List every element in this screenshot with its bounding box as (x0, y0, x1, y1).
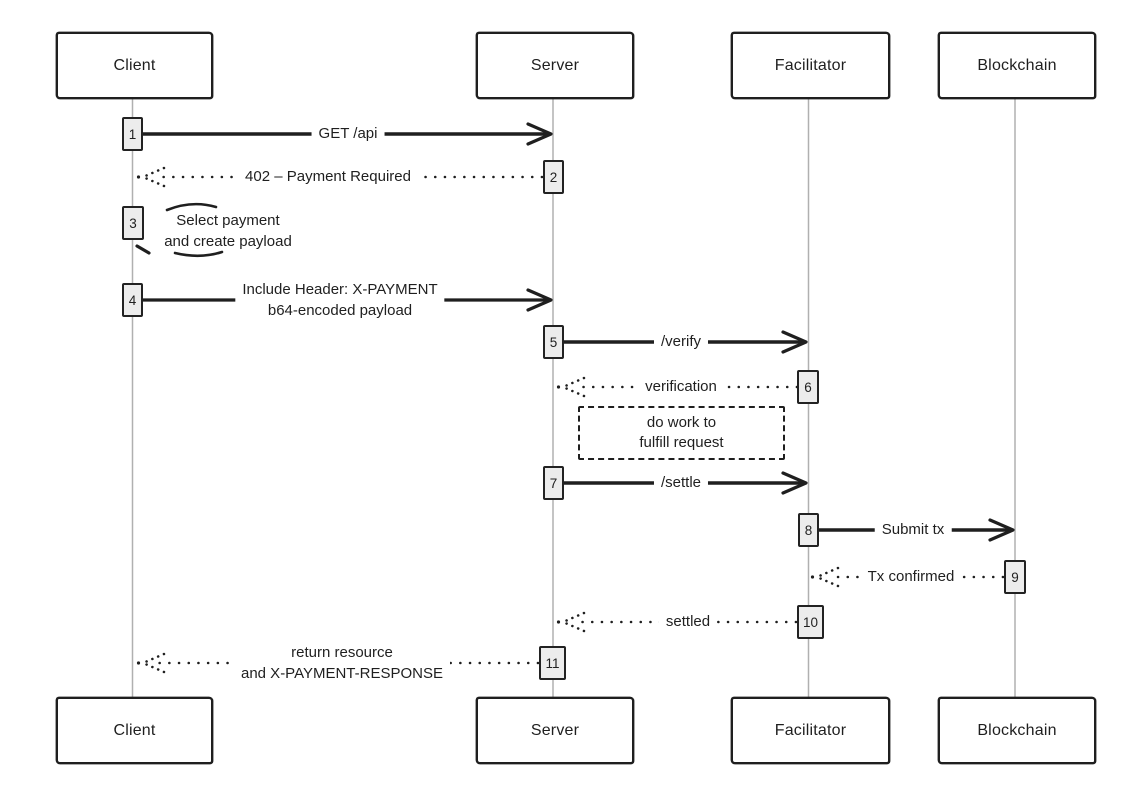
step-chip-8: 8 (798, 513, 819, 547)
step-chip-6: 6 (797, 370, 819, 404)
message-3-label-line1: Select payment (176, 212, 280, 229)
message-9-label: Tx confirmed (860, 567, 962, 587)
work-note-line1: do work to (646, 414, 717, 431)
step-chip-9: 9 (1004, 560, 1026, 594)
message-7-label: /settle (653, 473, 709, 493)
step-chip-1: 1 (122, 117, 143, 151)
actor-box-server-bottom: Server (476, 697, 634, 764)
message-11-label-line1: return resource (291, 644, 393, 661)
message-9-arrow (810, 566, 1005, 588)
step-chip-3: 3 (122, 206, 144, 240)
actor-box-blockchain-bottom: Blockchain (938, 697, 1096, 764)
step-chip-7: 7 (543, 466, 564, 500)
message-4-label-line1: Include Header: X-PAYMENT (242, 281, 438, 298)
message-6-arrow (556, 376, 799, 398)
message-8-label: Submit tx (874, 520, 952, 540)
message-11-label-line2: and X-PAYMENT-RESPONSE (240, 665, 444, 682)
work-note-box: do work to fulfill request (578, 406, 785, 460)
work-note-line2: fulfill request (639, 434, 724, 451)
message-2-label: 402 – Payment Required (238, 167, 418, 187)
step-chip-5: 5 (543, 325, 564, 359)
message-6-label: verification (638, 377, 724, 397)
step-chip-11: 11 (539, 646, 566, 680)
message-2-arrow (136, 166, 544, 188)
actor-box-blockchain-top: Blockchain (938, 32, 1096, 99)
actor-box-server-top: Server (476, 32, 634, 99)
lifelines (131, 99, 1016, 698)
message-11-arrow (136, 652, 540, 674)
message-3-label: Select payment and create payload (157, 210, 299, 252)
message-3-label-line2: and create payload (164, 233, 292, 250)
message-1-label: GET /api (311, 124, 385, 144)
message-5-label: /verify (653, 332, 709, 352)
actor-box-facilitator-top: Facilitator (731, 32, 890, 99)
actor-box-client-bottom: Client (56, 697, 213, 764)
message-10-label: settled (658, 612, 718, 632)
message-11-label: return resource and X-PAYMENT-RESPONSE (233, 642, 451, 684)
actor-box-facilitator-bottom: Facilitator (731, 697, 890, 764)
self-loop-sketch (135, 202, 224, 258)
message-4-label-line2: b64-encoded payload (267, 302, 413, 319)
actor-box-client-top: Client (56, 32, 213, 99)
step-chip-10: 10 (797, 605, 824, 639)
step-chip-4: 4 (122, 283, 143, 317)
step-chip-2: 2 (543, 160, 564, 194)
message-4-label: Include Header: X-PAYMENT b64-encoded pa… (235, 279, 445, 321)
